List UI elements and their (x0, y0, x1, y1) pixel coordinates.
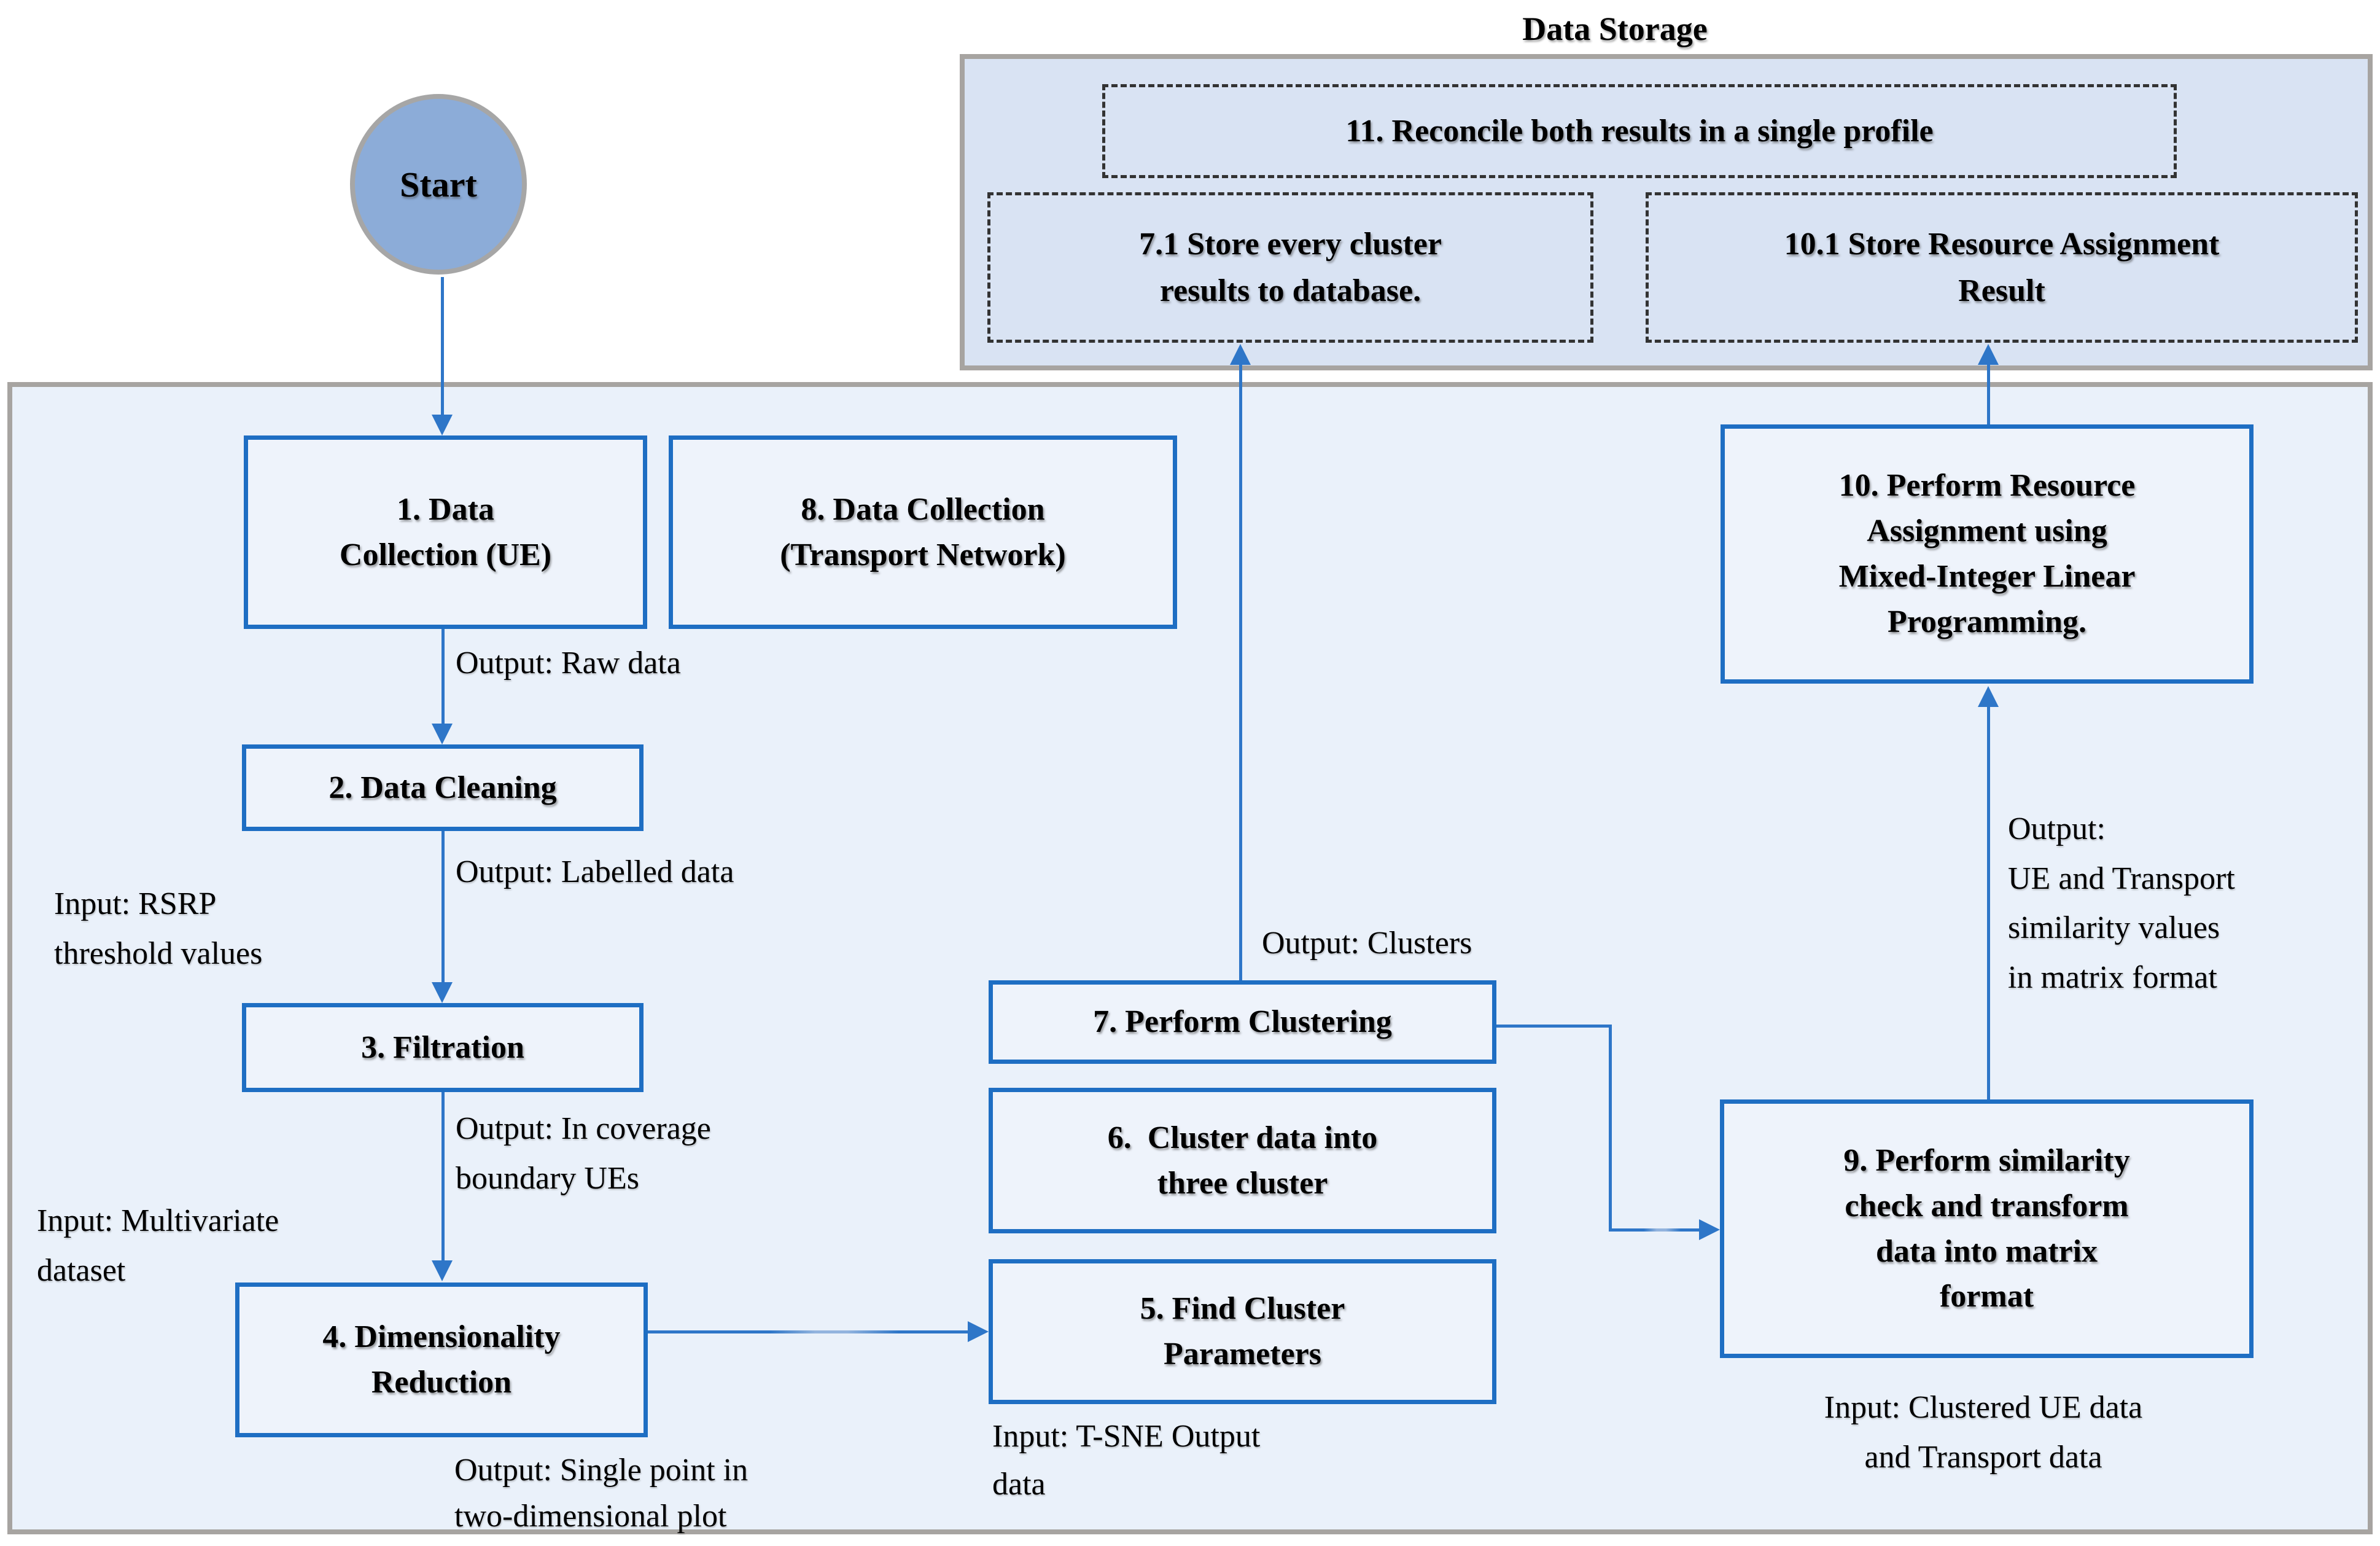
arrow-10-to-10-1 (1987, 364, 1990, 424)
arrowhead-2-to-3 (432, 982, 453, 1003)
label-output-in-coverage: Output: In coverage boundary UEs (456, 1111, 711, 1196)
arrowhead-4-to-5 (968, 1321, 989, 1342)
arrow-7-to-7-1 (1239, 364, 1242, 980)
arrow-1-to-2 (441, 629, 445, 725)
label-output-clusters: Output: Clusters (1262, 926, 1472, 961)
arrow-9-to-10 (1987, 706, 1990, 1099)
node-7-1-store-cluster: 7.1 Store every cluster results to datab… (987, 192, 1593, 343)
arrowhead-7-to-7-1 (1230, 344, 1251, 365)
arrowhead-3-to-4 (432, 1260, 453, 1281)
arrow-3-to-4 (441, 1092, 445, 1262)
arrowhead-start-to-1 (432, 415, 453, 435)
arrowhead-10-to-10-1 (1978, 344, 1999, 365)
arrow-7-to-9-seg3 (1609, 1228, 1701, 1232)
label-input-tsne: Input: T-SNE Output data (992, 1419, 1261, 1502)
arrow-7-to-9-seg2 (1609, 1025, 1612, 1232)
label-input-clustered: Input: Clustered UE data and Transport d… (1824, 1390, 2143, 1475)
label-input-rsrp: Input: RSRP threshold values (54, 886, 263, 971)
start-node: Start (350, 94, 527, 275)
label-output-matrix: Output: UE and Transport similarity valu… (2008, 811, 2235, 995)
arrowhead-7-to-9 (1699, 1219, 1720, 1240)
node-10-1-store-resource: 10.1 Store Resource Assignment Result (1646, 192, 2358, 343)
node-7-perform-clustering: 7. Perform Clustering (989, 980, 1496, 1064)
label-input-multivariate: Input: Multivariate dataset (37, 1203, 279, 1288)
label-output-single-point: Output: Single point in two-dimensional … (454, 1453, 749, 1534)
data-storage-title: Data Storage (1522, 10, 1708, 47)
node-11-reconcile: 11. Reconcile both results in a single p… (1102, 84, 2177, 178)
arrow-start-to-1 (441, 277, 444, 416)
node-9-similarity-check: 9. Perform similarity check and transfor… (1720, 1099, 2254, 1358)
arrow-2-to-3 (441, 831, 445, 983)
node-2-data-cleaning: 2. Data Cleaning (242, 744, 644, 831)
node-3-filtration: 3. Filtration (242, 1003, 644, 1092)
arrowhead-9-to-10 (1978, 686, 1999, 707)
node-5-find-cluster-parameters: 5. Find Cluster Parameters (989, 1259, 1496, 1404)
node-6-cluster-data: 6. Cluster data into three cluster (989, 1088, 1496, 1233)
data-storage-container (960, 54, 2373, 370)
arrow-7-to-9-seg1 (1496, 1025, 1612, 1028)
node-4-dimensionality-reduction: 4. Dimensionality Reduction (235, 1282, 648, 1437)
node-1-data-collection-ue: 1. Data Collection (UE) (244, 435, 647, 629)
label-output-raw-data: Output: Raw data (456, 646, 681, 681)
arrowhead-1-to-2 (432, 724, 453, 744)
label-output-labelled-data: Output: Labelled data (456, 854, 734, 889)
arrow-4-to-5 (648, 1330, 970, 1333)
node-10-resource-assignment: 10. Perform Resource Assignment using Mi… (1721, 424, 2254, 684)
node-8-data-collection-transport: 8. Data Collection (Transport Network) (669, 435, 1177, 629)
start-label: Start (400, 164, 477, 205)
